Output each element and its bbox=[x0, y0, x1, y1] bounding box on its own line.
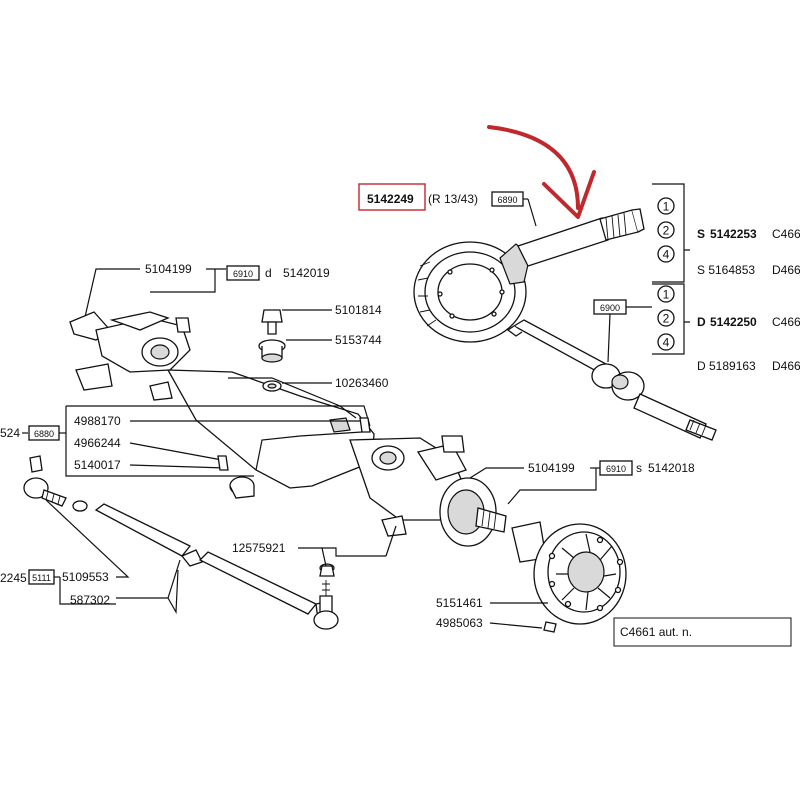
header-ratio: (R 13/43) bbox=[428, 192, 478, 206]
label-5153744: 5153744 bbox=[335, 333, 382, 347]
s-alt-part: S 5164853 bbox=[697, 263, 755, 277]
label-4988170: 4988170 bbox=[74, 414, 121, 428]
label-10263460: 10263460 bbox=[335, 376, 389, 390]
pin bbox=[359, 417, 371, 433]
nut bbox=[319, 565, 335, 577]
option-circle bbox=[657, 197, 675, 215]
left-cut-code-2: 2245 bbox=[0, 571, 27, 585]
left-hub-suffix: d bbox=[265, 266, 272, 280]
option-table-s: 1 2 4 S 5142253 C466 S 5164853 D466 bbox=[652, 183, 800, 283]
drive-shaft bbox=[506, 319, 717, 441]
d-part: 5142250 bbox=[710, 315, 757, 329]
right-hub-alt: 5142018 bbox=[648, 461, 695, 475]
label-12575921: 12575921 bbox=[232, 541, 286, 555]
left-cut-code: 524 bbox=[0, 426, 20, 440]
axle-housing bbox=[69, 311, 507, 547]
pin bbox=[217, 455, 229, 471]
label-587302: 587302 bbox=[70, 593, 110, 607]
svg-text:4: 4 bbox=[663, 336, 670, 350]
d-alt-part: D 5189163 bbox=[697, 359, 756, 373]
crown-wheel-pinion bbox=[413, 208, 645, 343]
option-circle bbox=[657, 221, 675, 239]
header-part-number: 5142249 bbox=[367, 192, 414, 206]
left-hub-part: 5104199 bbox=[145, 262, 192, 276]
s-part: 5142253 bbox=[710, 227, 757, 241]
d-model: C466 bbox=[772, 315, 800, 329]
highlight-box bbox=[358, 183, 426, 211]
label-5101814: 5101814 bbox=[335, 303, 382, 317]
svg-text:1: 1 bbox=[663, 200, 670, 214]
label-5109553: 5109553 bbox=[62, 570, 109, 584]
group-box-6910-right bbox=[599, 460, 633, 476]
svg-text:6910: 6910 bbox=[606, 464, 626, 474]
highlight-arrow-curve bbox=[487, 125, 580, 210]
s-prefix: S bbox=[697, 227, 705, 241]
differential-carrier bbox=[511, 521, 627, 633]
group-box-6910-left bbox=[226, 265, 260, 281]
footnote-box bbox=[613, 617, 792, 647]
right-hub-part: 5104199 bbox=[528, 461, 575, 475]
svg-text:2: 2 bbox=[663, 312, 670, 326]
d-prefix: D bbox=[697, 315, 706, 329]
group-code-6890: 6890 bbox=[497, 195, 517, 205]
s-alt-model: D466 bbox=[772, 263, 800, 277]
option-circle bbox=[657, 245, 675, 263]
option-circle bbox=[657, 285, 675, 303]
bolt-stack bbox=[258, 309, 286, 392]
right-hub-suffix: s bbox=[636, 461, 642, 475]
svg-text:6900: 6900 bbox=[600, 303, 620, 313]
s-model: C466 bbox=[772, 227, 800, 241]
svg-text:2: 2 bbox=[663, 224, 670, 238]
label-4966244: 4966244 bbox=[74, 436, 121, 450]
option-table-d: 1 2 4 6900 D 5142250 C466 D 5189163 D466 bbox=[593, 283, 800, 373]
highlight-arrow-head bbox=[542, 170, 596, 219]
left-hub-alt: 5142019 bbox=[283, 266, 330, 280]
footnote-text: C4661 aut. n. bbox=[620, 625, 692, 639]
svg-text:6910: 6910 bbox=[233, 269, 253, 279]
svg-text:1: 1 bbox=[663, 288, 670, 302]
svg-text:4: 4 bbox=[663, 248, 670, 262]
label-5140017: 5140017 bbox=[74, 458, 121, 472]
option-circle bbox=[657, 309, 675, 327]
svg-text:5111: 5111 bbox=[32, 573, 51, 583]
label-4985063: 4985063 bbox=[436, 616, 483, 630]
svg-text:6880: 6880 bbox=[34, 429, 54, 439]
option-circle bbox=[657, 333, 675, 351]
label-5151461: 5151461 bbox=[436, 596, 483, 610]
d-alt-model: D466 bbox=[772, 359, 800, 373]
